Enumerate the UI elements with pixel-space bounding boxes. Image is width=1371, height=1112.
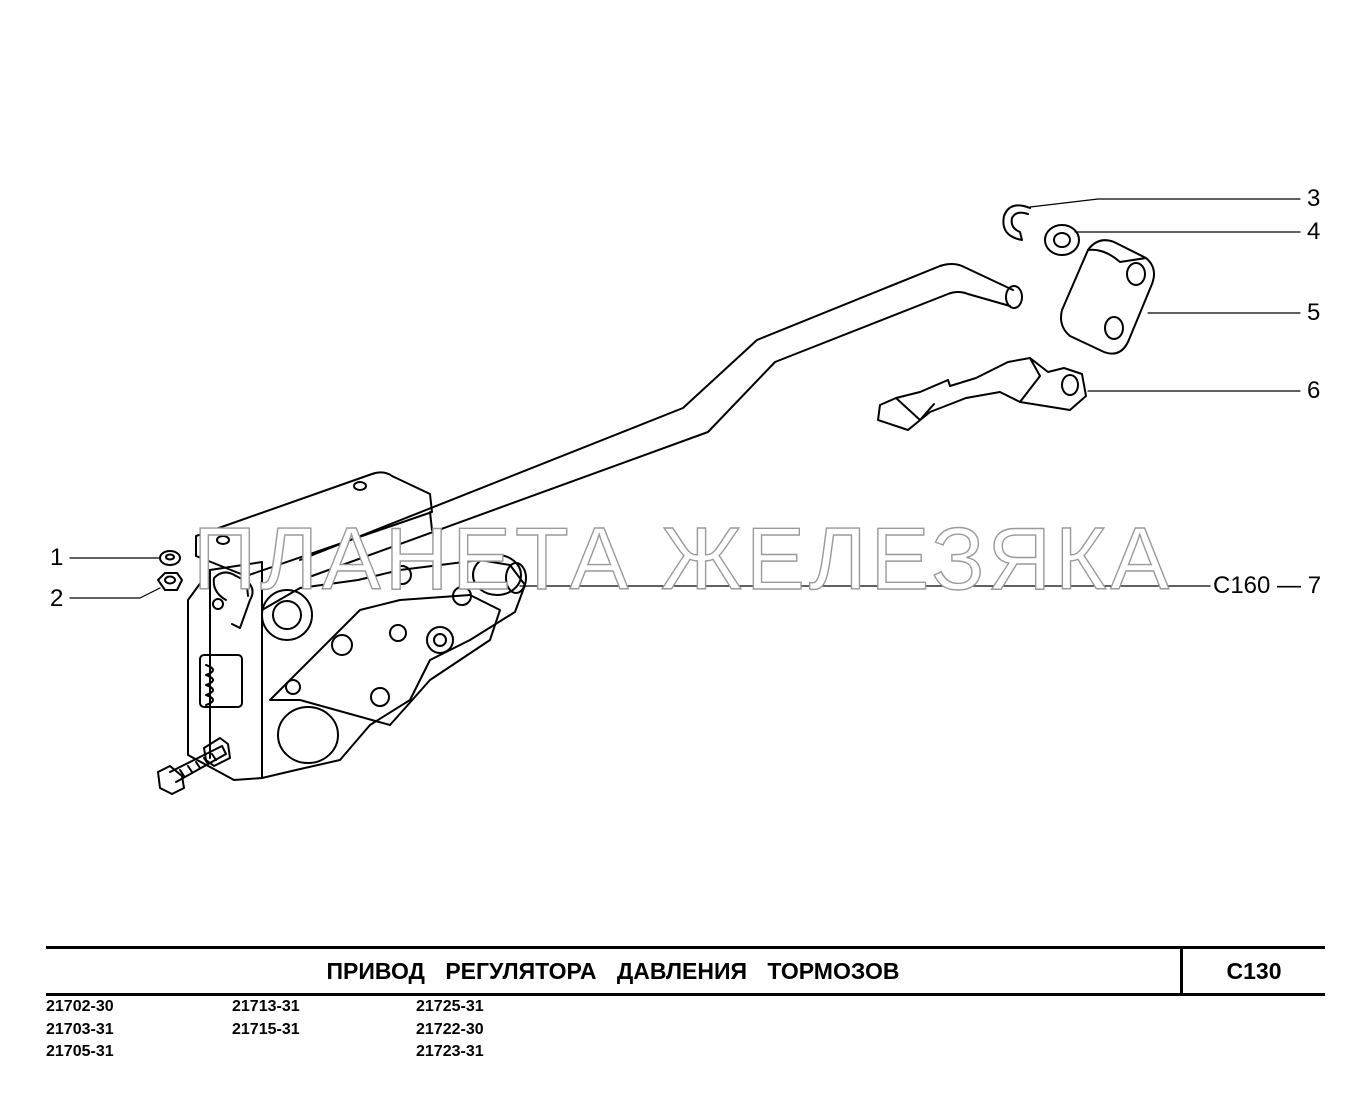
model-column-2: 21713-31 21715-31 bbox=[232, 996, 300, 1041]
model-item: 21725-31 bbox=[416, 998, 484, 1015]
model-column-1: 21702-30 21703-31 21705-31 bbox=[46, 996, 114, 1064]
mounting-bracket bbox=[195, 471, 433, 597]
model-item: 21713-31 bbox=[232, 998, 300, 1015]
model-item: 21715-31 bbox=[232, 1020, 300, 1038]
callout-4: 4 bbox=[1307, 218, 1321, 245]
callout-6: 6 bbox=[1307, 377, 1321, 404]
model-item: 21703-31 bbox=[46, 1020, 114, 1038]
model-item: 21722-30 bbox=[416, 1020, 484, 1038]
model-item: 21705-31 bbox=[46, 1043, 114, 1060]
watermark: ПЛАНЕТА ЖЕЛЕЗЯКА bbox=[192, 508, 1174, 608]
washer-part-1 bbox=[159, 550, 181, 566]
callout-3: 3 bbox=[1307, 185, 1321, 212]
rod bbox=[299, 263, 1023, 577]
diagram-code: C130 bbox=[1226, 958, 1282, 984]
bushing-part-5 bbox=[1060, 239, 1155, 355]
callout-1: 1 bbox=[50, 544, 64, 571]
bracket-part-6 bbox=[877, 357, 1087, 431]
adjusting-bolt bbox=[157, 737, 231, 795]
clip-part-3 bbox=[1002, 204, 1031, 241]
nut-part-2 bbox=[157, 572, 183, 591]
parts-diagram bbox=[69, 198, 1301, 795]
model-item: 21702-30 bbox=[46, 998, 114, 1015]
model-column-3: 21725-31 21722-30 21723-31 bbox=[416, 996, 484, 1064]
leader-lines bbox=[69, 198, 1301, 599]
callout-5: 5 bbox=[1307, 299, 1321, 326]
model-item: 21723-31 bbox=[416, 1043, 484, 1060]
title-divider bbox=[1180, 949, 1183, 993]
callout-7: C160 — 7 bbox=[1213, 572, 1322, 599]
washer-part-4 bbox=[1044, 224, 1080, 256]
model-list: 21702-30 21703-31 21705-31 21713-31 2171… bbox=[46, 996, 646, 1076]
callout-2: 2 bbox=[50, 585, 64, 612]
title-block: ПРИВОД РЕГУЛЯТОРА ДАВЛЕНИЯ ТОРМОЗОВ C130 bbox=[46, 946, 1325, 996]
diagram-title: ПРИВОД РЕГУЛЯТОРА ДАВЛЕНИЯ ТОРМОЗОВ bbox=[326, 958, 900, 984]
pressure-regulator-body bbox=[187, 554, 527, 781]
